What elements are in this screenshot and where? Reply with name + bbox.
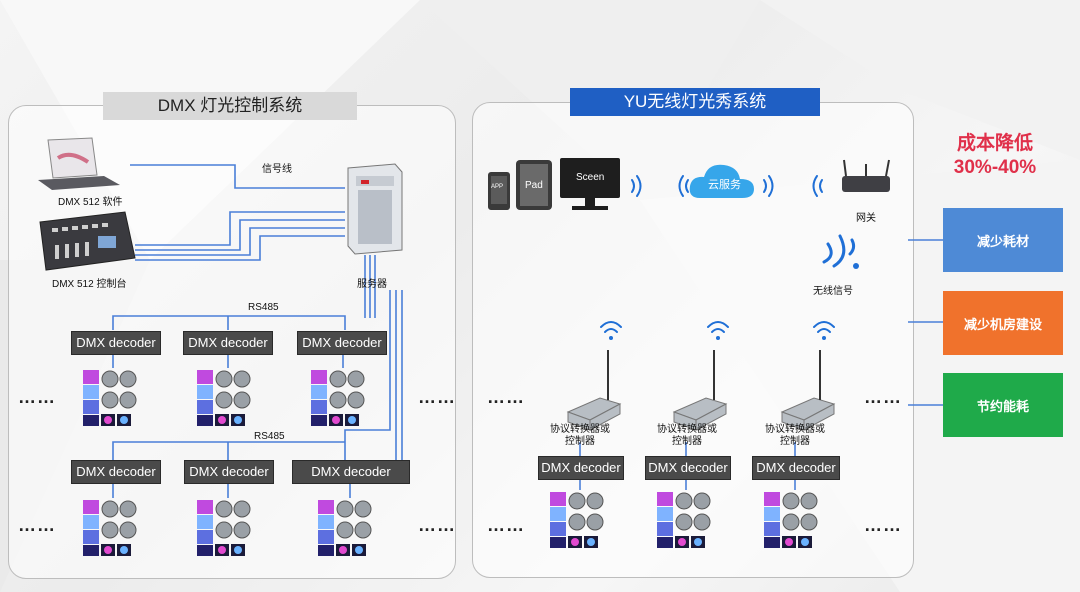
light-fixture-group <box>318 500 380 556</box>
light-fixture-group <box>83 500 145 556</box>
wireless-signal-label: 无线信号 <box>813 286 853 297</box>
more-ellipsis: …… <box>864 387 902 407</box>
dmx-decoder: DMX decoder <box>183 331 273 355</box>
server-label: 服务器 <box>357 279 387 290</box>
dmx-decoder: DMX decoder <box>752 456 840 480</box>
cost-reduction-title: 成本降低 30%-40% <box>930 132 1060 180</box>
converter-label: 协议转换器或 控制器 <box>655 424 719 448</box>
light-fixture-group <box>311 370 373 426</box>
app-label: APP <box>491 184 504 190</box>
dmx-system-title: DMX 灯光控制系统 <box>103 92 357 120</box>
more-ellipsis: …… <box>487 387 525 407</box>
rs485-label-top: RS485 <box>248 302 279 313</box>
converter-label: 协议转换器或 控制器 <box>548 424 612 448</box>
converter-label-line1: 协议转换器或 <box>765 424 825 435</box>
dmx-decoder: DMX decoder <box>71 331 161 355</box>
wireless-system-title: YU无线灯光秀系统 <box>570 88 820 116</box>
converter-label-line1: 协议转换器或 <box>550 424 610 435</box>
dmx-decoder: DMX decoder <box>645 456 731 480</box>
dmx-decoder: DMX decoder <box>297 331 387 355</box>
gateway-label: 网关 <box>856 213 876 224</box>
cost-title-line1: 成本降低 <box>956 133 1033 154</box>
light-fixture-group <box>550 492 612 548</box>
screen-label: Sceen <box>576 172 605 183</box>
cost-title-line2: 30%-40% <box>953 157 1037 178</box>
light-fixture-group <box>197 500 259 556</box>
converter-label-line2: 控制器 <box>565 436 595 447</box>
dmx-decoder: DMX decoder <box>538 456 624 480</box>
dmx-decoder: DMX decoder <box>292 460 410 484</box>
converter-label-line2: 控制器 <box>672 436 702 447</box>
dmx-software-label: DMX 512 软件 <box>58 197 123 208</box>
cloud-service-label: 云服务 <box>708 179 741 191</box>
dmx-console-label: DMX 512 控制台 <box>52 279 127 290</box>
light-fixture-group <box>83 370 145 426</box>
more-ellipsis: …… <box>864 515 902 535</box>
more-ellipsis: …… <box>418 515 456 535</box>
benefit-reduce-server-room: 减少机房建设 <box>943 291 1063 355</box>
light-fixture-group <box>764 492 826 548</box>
signal-line-label: 信号线 <box>262 164 292 175</box>
more-ellipsis: …… <box>418 387 456 407</box>
dmx-decoder: DMX decoder <box>71 460 161 484</box>
converter-label-line1: 协议转换器或 <box>657 424 717 435</box>
more-ellipsis: …… <box>487 515 525 535</box>
dmx-decoder: DMX decoder <box>184 460 274 484</box>
benefit-save-energy: 节约能耗 <box>943 373 1063 437</box>
more-ellipsis: …… <box>18 387 56 407</box>
converter-label: 协议转换器或 控制器 <box>763 424 827 448</box>
light-fixture-group <box>657 492 719 548</box>
more-ellipsis: …… <box>18 515 56 535</box>
light-fixture-group <box>197 370 259 426</box>
pad-label: Pad <box>525 180 543 191</box>
converter-label-line2: 控制器 <box>780 436 810 447</box>
benefit-reduce-materials: 减少耗材 <box>943 208 1063 272</box>
rs485-label-mid: RS485 <box>254 431 285 442</box>
